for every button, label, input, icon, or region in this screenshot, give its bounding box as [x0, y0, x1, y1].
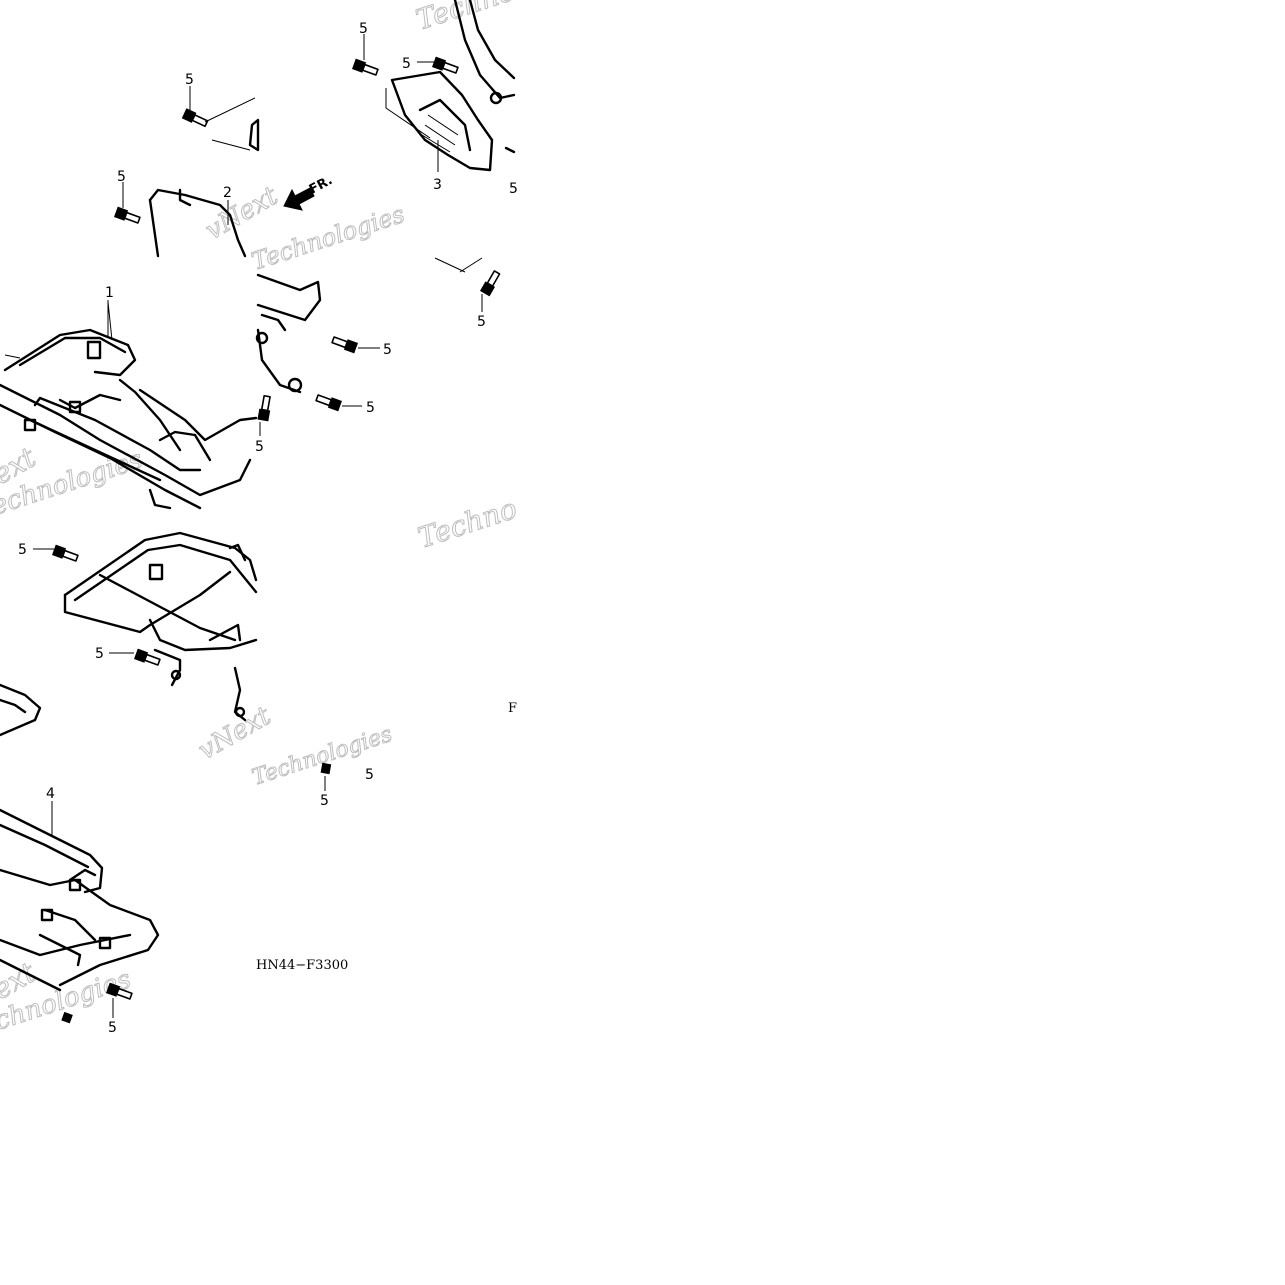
callout-5: 5: [95, 646, 104, 662]
callout-5: 5: [509, 181, 518, 197]
leader-lines: [33, 34, 483, 1018]
bolt-icons: [52, 56, 501, 1024]
callout-5: 5: [383, 342, 392, 358]
rear-frame-part: [0, 531, 258, 737]
watermark-text: Techno: [414, 492, 521, 555]
lower-rack-part: [0, 801, 160, 992]
bolt-icon: [352, 58, 379, 76]
upper-rack-part: [0, 301, 258, 510]
watermark-text: Techno: [412, 0, 519, 37]
skid-plate-part: [385, 0, 516, 172]
callout-5: 5: [366, 400, 375, 416]
edge-fragment-text: F: [508, 701, 517, 716]
callout-1: 1: [105, 285, 114, 301]
bolt-icon: [320, 762, 332, 775]
bolt-icon: [134, 648, 161, 666]
callout-5: 5: [108, 1020, 117, 1036]
callout-3: 3: [433, 177, 442, 193]
front-direction-arrow-icon: FR.: [283, 173, 335, 211]
watermark-text: vNext: [201, 181, 284, 246]
bolt-icon: [61, 1011, 73, 1024]
diagram-code: HN44−F3300: [256, 958, 348, 973]
bolt-icon: [331, 336, 358, 354]
callout-5: 5: [18, 542, 27, 558]
callout-5: 5: [477, 314, 486, 330]
callout-5: 5: [255, 439, 264, 455]
bolt-icon: [114, 206, 141, 224]
callout-4: 4: [46, 786, 55, 802]
direction-label: FR.: [307, 173, 335, 198]
callout-5: 5: [117, 169, 126, 185]
callouts: 1 2 3 4 5 5 5 5 5 5 5 5 5 5 5 5 5 5: [18, 21, 518, 1036]
callout-5: 5: [320, 793, 329, 809]
callout-2: 2: [223, 185, 232, 201]
bolt-icon: [479, 270, 501, 297]
bolt-icon: [315, 394, 342, 412]
bolt-icon: [257, 394, 271, 422]
callout-5: 5: [402, 56, 411, 72]
bolt-icon: [432, 56, 459, 74]
callout-5: 5: [365, 767, 374, 783]
callout-5: 5: [359, 21, 368, 37]
bolt-icon: [181, 108, 209, 128]
bolt-icon: [106, 982, 133, 1000]
callout-5: 5: [185, 72, 194, 88]
bolt-icon: [52, 544, 79, 562]
frame-fragment: [204, 97, 483, 273]
